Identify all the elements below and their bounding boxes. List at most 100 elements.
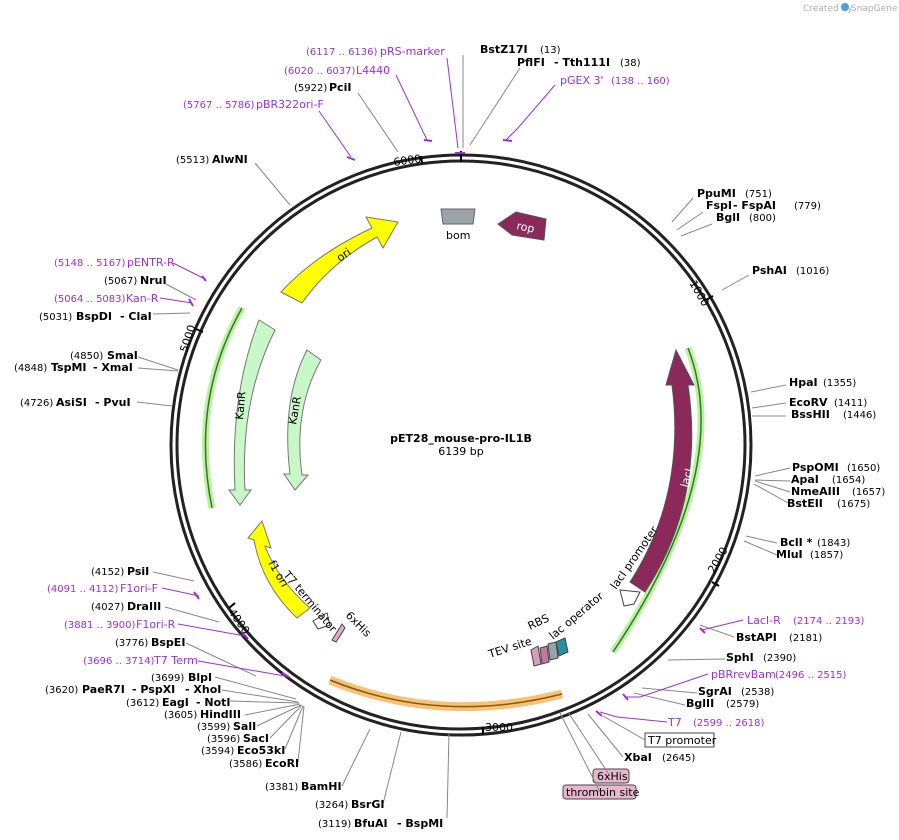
site-paer7i[interactable]: PaeR7I — [82, 683, 125, 696]
site-bspdi[interactable]: BspDI — [76, 310, 112, 323]
primer-lines — [159, 57, 744, 723]
site-bamhi[interactable]: BamHI — [301, 780, 342, 793]
site-bsteii[interactable]: BstEII — [787, 497, 823, 510]
site-fspai[interactable]: - FspAI — [733, 199, 776, 212]
site-sgrai[interactable]: SgrAI — [698, 685, 732, 698]
sixhis-bottom-box — [592, 768, 630, 784]
site-pshai[interactable]: PshAI — [752, 264, 787, 277]
credit-prefix: Created by — [803, 4, 853, 14]
site-blpi-pos: (3699) — [151, 673, 184, 684]
t7-promoter-label[interactable]: T7 promoter — [647, 734, 717, 747]
primer-laci-r[interactable]: LacI-R — [747, 614, 781, 627]
site-xmai[interactable]: - XmaI — [93, 361, 133, 374]
site-apai[interactable]: ApaI — [791, 473, 819, 486]
primer-f1ori-r[interactable]: F1ori-R — [136, 618, 176, 631]
site-nrui-pos: (5067) — [104, 276, 137, 287]
site-pflfi[interactable]: PflFI — [517, 56, 545, 69]
site-bfuai[interactable]: BfuAI — [354, 817, 388, 830]
site-bsteii-pos: (1675) — [837, 499, 870, 510]
primer-kan-r[interactable]: Kan-R — [126, 292, 159, 305]
rop-feature[interactable] — [497, 211, 547, 241]
primer-f1ori-r-pos: (3881 .. 3900) — [64, 620, 136, 631]
site-alwni[interactable]: AlwNI — [212, 153, 248, 166]
site-pcii-pos: (5922) — [294, 83, 327, 94]
kanr-outer-label: KanR — [233, 391, 248, 421]
site-pspomi-pos: (1650) — [847, 463, 880, 474]
laci-promoter-feature[interactable] — [619, 589, 641, 607]
lac-operator-feature[interactable] — [555, 637, 569, 657]
site-pcii[interactable]: PciI — [329, 81, 351, 94]
site-pflfi-pos: (38) — [620, 58, 641, 69]
primer-pgex3[interactable]: pGEX 3' — [560, 74, 604, 87]
primer-prs-marker[interactable]: pRS-marker — [380, 45, 445, 58]
kanr-outer-feature[interactable] — [228, 319, 276, 506]
site-pspxi[interactable]: - PspXI — [132, 683, 175, 696]
site-bcli[interactable]: BclI * — [780, 536, 813, 549]
site-bsshii[interactable]: BssHII — [791, 408, 830, 421]
primer-pentr-r[interactable]: pENTR-R — [127, 256, 175, 269]
sixhis-bottom-label[interactable]: 6xHis — [597, 770, 628, 783]
primer-l4440-pos: (6020 .. 6037) — [284, 66, 356, 77]
site-ecori[interactable]: EcoRI — [265, 757, 299, 770]
site-bspmi[interactable]: - BspMI — [397, 817, 443, 830]
site-nmeaiii[interactable]: NmeAIII — [791, 485, 840, 498]
primer-l4440[interactable]: L4440 — [356, 64, 390, 77]
site-bstapi[interactable]: BstAPI — [736, 631, 777, 644]
site-ppumi[interactable]: PpuMI — [697, 187, 736, 200]
site-psii-pos: (4152) — [91, 567, 124, 578]
t7-terminator-feature[interactable] — [312, 612, 331, 630]
site-xbai[interactable]: XbaI — [624, 751, 652, 764]
site-nrui[interactable]: NruI — [140, 274, 167, 287]
site-saci[interactable]: SacI — [243, 732, 269, 745]
sixhis-mid-feature[interactable] — [539, 645, 550, 665]
rbs-feature[interactable] — [547, 641, 559, 661]
primer-pbr322ori[interactable]: pBR322ori-F — [256, 98, 324, 111]
site-clai[interactable]: - ClaI — [120, 310, 152, 323]
ori-feature[interactable] — [280, 216, 399, 304]
primer-t7[interactable]: T7 — [667, 716, 682, 729]
site-saci-pos: (3596) — [207, 734, 240, 745]
site-sali[interactable]: SalI — [233, 720, 256, 733]
site-pspomi[interactable]: PspOMI — [792, 461, 839, 474]
bom-feature[interactable] — [440, 208, 476, 225]
laci-cds-arc — [612, 347, 702, 653]
site-bgli[interactable]: BglI — [716, 211, 740, 224]
sixhis-top-feature[interactable] — [331, 623, 346, 643]
site-blpi[interactable]: BlpI — [188, 671, 212, 684]
f1ori-feature[interactable] — [247, 519, 311, 619]
site-xhoi[interactable]: - XhoI — [185, 683, 221, 696]
tev-site-label: TEV site — [486, 635, 534, 662]
site-fspi[interactable]: FspI — [706, 199, 732, 212]
site-eco53ki[interactable]: Eco53kI — [237, 744, 285, 757]
tev-site-feature[interactable] — [530, 645, 542, 667]
site-mlui-pos: (1857) — [810, 550, 843, 561]
site-bglii[interactable]: BglII — [686, 697, 714, 710]
primer-pgex3-pos: (138 .. 160) — [611, 76, 670, 87]
primer-pbrrevbam[interactable]: pBRrevBam — [711, 668, 776, 681]
site-bstz17i[interactable]: BstZ17I — [480, 43, 528, 56]
site-tth111i[interactable]: - Tth111I — [554, 56, 610, 69]
kanr-inner-feature[interactable] — [283, 349, 322, 491]
site-sphi[interactable]: SphI — [726, 651, 754, 664]
site-bspei-pos: (3776) — [115, 638, 148, 649]
site-bsrgi[interactable]: BsrGI — [351, 798, 384, 811]
primer-f1ori-f[interactable]: F1ori-F — [120, 582, 158, 595]
site-smai[interactable]: SmaI — [107, 349, 138, 362]
site-noti[interactable]: - NotI — [196, 696, 231, 709]
site-mlui[interactable]: MluI — [776, 548, 803, 561]
primer-t7term[interactable]: T7 Term — [153, 654, 198, 667]
site-hindiii[interactable]: HindIII — [200, 708, 241, 721]
primer-pbr322ori-pos: (5767 .. 5786) — [183, 100, 255, 111]
site-drai[interactable]: DraIII — [127, 600, 161, 613]
site-pvui[interactable]: - PvuI — [95, 396, 131, 409]
site-asisi[interactable]: AsiSI — [56, 396, 87, 409]
site-hpai[interactable]: HpaI — [789, 376, 818, 389]
site-bspei[interactable]: BspEI — [151, 636, 185, 649]
site-eagi[interactable]: EagI — [162, 696, 189, 709]
thrombin-site-label[interactable]: thrombin site — [566, 786, 640, 799]
site-ecorv[interactable]: EcoRV — [789, 396, 828, 409]
rbs-label: RBS — [526, 612, 551, 633]
site-psii[interactable]: PsiI — [127, 565, 149, 578]
site-tspmi[interactable]: TspMI — [51, 361, 87, 374]
laci-feature[interactable] — [629, 348, 695, 593]
